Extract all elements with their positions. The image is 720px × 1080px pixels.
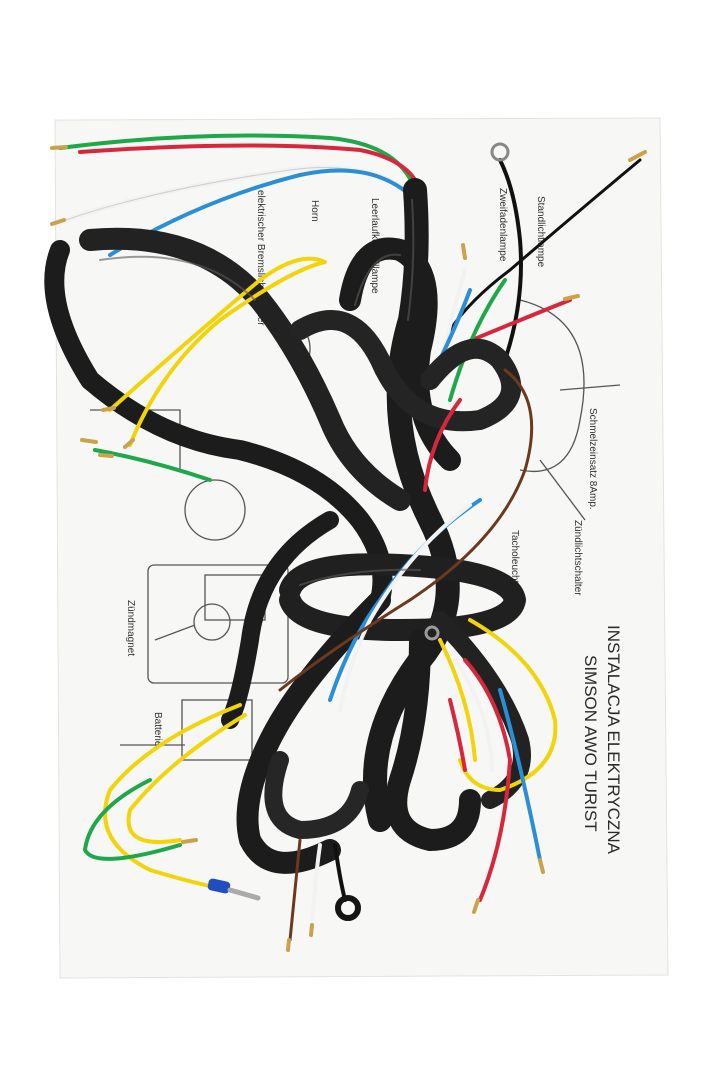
wire-blue-top (108, 168, 412, 257)
wire-blue-lower (498, 688, 542, 862)
label-schmelzeinsatz: Schmelzeinsatz 8Amp. (587, 408, 598, 510)
label-tacholeuchte: Tacholeuchte (509, 530, 520, 589)
label-horn: Horn (309, 200, 320, 222)
wire-yellow-bottom (103, 703, 242, 892)
wire-yellow-center (438, 638, 477, 762)
sheath-left-tail (221, 511, 339, 729)
wire-yellow-top-loop (108, 256, 327, 447)
connector-pin (227, 887, 261, 901)
wire-red-lower-2 (448, 698, 467, 772)
blue-insulated-connector (207, 878, 231, 894)
wire-red-center (423, 398, 462, 492)
sheath-lower-left (236, 589, 391, 874)
sheath-loop-top (79, 227, 411, 511)
sheath-loop-left (44, 240, 393, 610)
wire-yellow-bottom-2 (126, 713, 247, 844)
label-batterie: Batterie (152, 712, 163, 747)
label-zuendlichtschalter: Zündlichtschalter (572, 520, 583, 596)
wire-green-bottom (83, 778, 182, 861)
wire-yellow-right-loop (458, 618, 558, 792)
wire-white-tail (310, 843, 322, 927)
ring-terminal-top (490, 142, 510, 162)
wire-brown-center (278, 368, 534, 692)
sheath-highlights (99, 199, 421, 586)
sheath-lower-mid (385, 629, 481, 851)
label-zweifadenlampe: Zweifadenlampe (497, 188, 508, 262)
sheet-title-line1: INSTALACJA ELEKTRYCZNA (604, 625, 623, 855)
wire-brown-tail (288, 838, 302, 942)
wire-white-center (338, 503, 472, 712)
wire-red-lower (463, 658, 512, 902)
wire-red-top (78, 143, 422, 192)
wire-white-lower (453, 658, 494, 772)
wire-black-diag (448, 158, 642, 332)
label-bremslichtschalter: elektrischer Bremslichtschalter (255, 190, 266, 326)
sheath-main-1 (363, 178, 460, 832)
ring-terminal-center (424, 625, 440, 641)
label-zuendmagnet: Zündmagnet (125, 600, 136, 656)
brass-terminals (50, 145, 647, 952)
sheath-bottom-loop (264, 751, 369, 839)
sheet-title-line2: SIMSON AWO TURIST (581, 655, 600, 832)
wire-black-ring-top (498, 158, 523, 362)
sheath-lower-right (431, 611, 531, 809)
wire-green-right (448, 278, 507, 402)
wiring-harness (44, 133, 647, 952)
ring-terminal-bottom (335, 895, 361, 921)
label-standlichtlampe: Standlichtlampe (535, 196, 546, 268)
wire-green-left (93, 448, 212, 482)
sheath-loop-mid (290, 310, 522, 432)
